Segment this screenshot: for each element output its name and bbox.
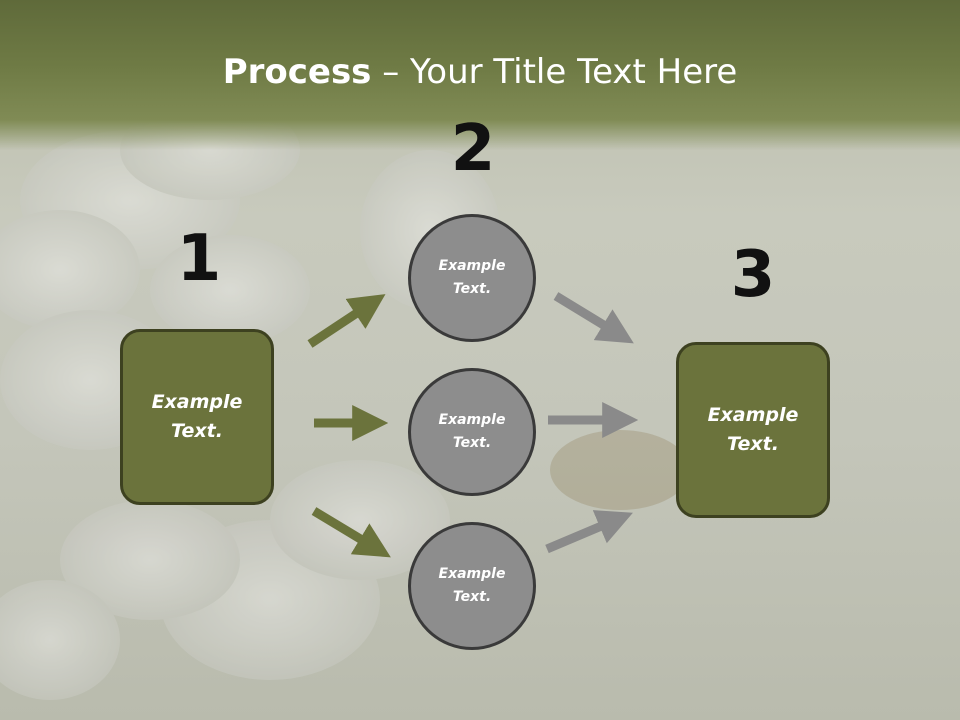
slide-title: Process – Your Title Text Here xyxy=(0,52,960,92)
step-2-circle-3: Example Text. xyxy=(408,522,536,650)
circle-3-text: Example Text. xyxy=(438,566,506,605)
circle-2-text: Example Text. xyxy=(438,412,506,451)
step-number-2: 2 xyxy=(450,112,496,186)
step-2-circle-1: Example Text. xyxy=(408,214,536,342)
step-number-3: 3 xyxy=(730,238,776,312)
arrow-1-to-circle-3 xyxy=(311,507,391,558)
arrow-1-to-circle-1 xyxy=(307,294,386,348)
step-number-1: 1 xyxy=(176,222,222,296)
title-rest: – Your Title Text Here xyxy=(371,52,738,92)
arrow-circle-1-to-3 xyxy=(553,292,634,344)
arrow-circle-3-to-3 xyxy=(545,510,633,554)
title-bar xyxy=(0,0,960,150)
title-bold: Process xyxy=(222,52,372,92)
step-2-circle-2: Example Text. xyxy=(408,368,536,496)
step-3-text: Example Text. xyxy=(707,404,799,455)
step-1-box: Example Text. xyxy=(120,329,274,505)
circle-1-text: Example Text. xyxy=(438,258,506,297)
step-1-text: Example Text. xyxy=(151,391,243,442)
step-3-box: Example Text. xyxy=(676,342,830,518)
